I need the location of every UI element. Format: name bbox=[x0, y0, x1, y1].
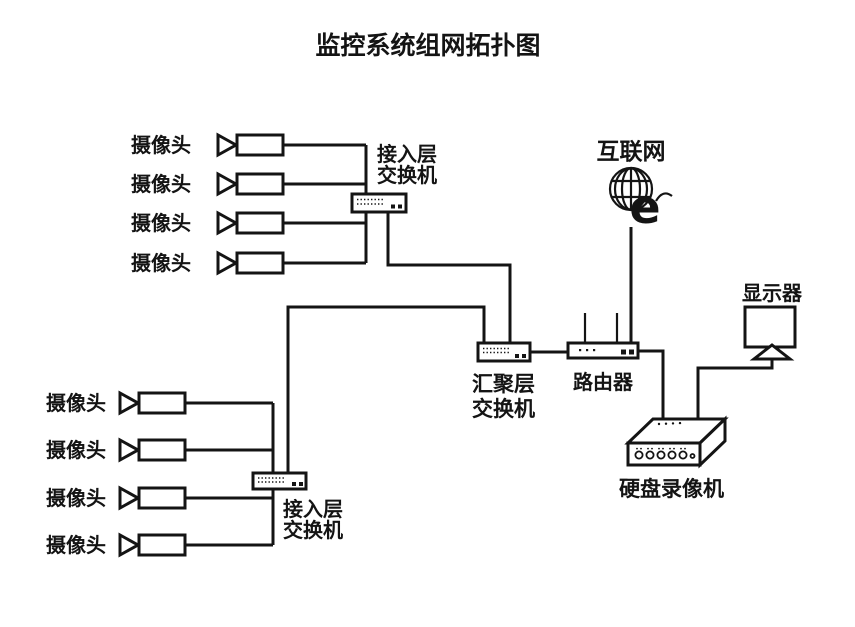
internet-label: 互联网 bbox=[597, 139, 666, 165]
switch-icon bbox=[251, 471, 308, 491]
camera-label: 摄像头 bbox=[46, 486, 106, 510]
camera-label: 摄像头 bbox=[131, 211, 191, 235]
camera-icon bbox=[118, 532, 187, 558]
switch-label-line2: 交换机 bbox=[377, 163, 437, 187]
switch-icon bbox=[350, 192, 408, 214]
camera-label: 摄像头 bbox=[46, 391, 106, 415]
camera-label: 摄像头 bbox=[131, 251, 191, 275]
cables bbox=[185, 143, 774, 547]
camera-icon bbox=[118, 390, 187, 416]
camera-label: 摄像头 bbox=[131, 172, 191, 196]
switch-label-line1: 接入层 bbox=[283, 497, 343, 521]
monitor-icon bbox=[743, 305, 797, 361]
cable bbox=[638, 349, 665, 424]
camera-icon bbox=[216, 171, 285, 197]
access-switch-top: 接入层 交换机 bbox=[350, 142, 437, 214]
camera-label: 摄像头 bbox=[131, 133, 191, 157]
switch-label-line1: 汇聚层 bbox=[472, 372, 535, 396]
access-switch-bottom: 接入层 交换机 bbox=[251, 471, 343, 542]
internet: 互联网 e bbox=[597, 139, 673, 234]
cable bbox=[696, 358, 774, 424]
dvr: 硬盘录像机 bbox=[619, 415, 729, 501]
browser-e-icon: e bbox=[629, 180, 673, 234]
camera-label: 摄像头 bbox=[46, 438, 106, 462]
dvr-icon bbox=[624, 415, 729, 469]
aggregation-switch: 汇聚层 交换机 bbox=[472, 341, 535, 421]
cable bbox=[386, 211, 512, 345]
router-label: 路由器 bbox=[573, 370, 634, 394]
bottom-camera-group: 摄像头 摄像头 摄像头 摄像头 bbox=[46, 390, 187, 558]
camera-icon bbox=[216, 132, 285, 158]
monitor: 显示器 bbox=[742, 281, 803, 361]
camera-icon bbox=[216, 250, 285, 276]
cable bbox=[286, 305, 486, 474]
camera-label: 摄像头 bbox=[46, 533, 106, 557]
globe-icon bbox=[608, 166, 654, 212]
page-title: 监控系统组网拓扑图 bbox=[315, 31, 540, 60]
switch-icon bbox=[476, 341, 532, 363]
switch-label-line1: 接入层 bbox=[377, 142, 437, 166]
switch-label-line2: 交换机 bbox=[283, 518, 343, 542]
router-icon bbox=[566, 313, 640, 360]
router: 路由器 bbox=[566, 313, 640, 394]
switch-label-line2: 交换机 bbox=[472, 397, 535, 421]
camera-icon bbox=[118, 437, 187, 463]
browser-e-letter: e bbox=[629, 180, 660, 234]
dvr-label: 硬盘录像机 bbox=[619, 477, 724, 501]
top-camera-group: 摄像头 摄像头 摄像头 摄像头 bbox=[131, 132, 285, 276]
camera-icon bbox=[216, 210, 285, 236]
monitor-label: 显示器 bbox=[742, 281, 803, 305]
camera-icon bbox=[118, 485, 187, 511]
